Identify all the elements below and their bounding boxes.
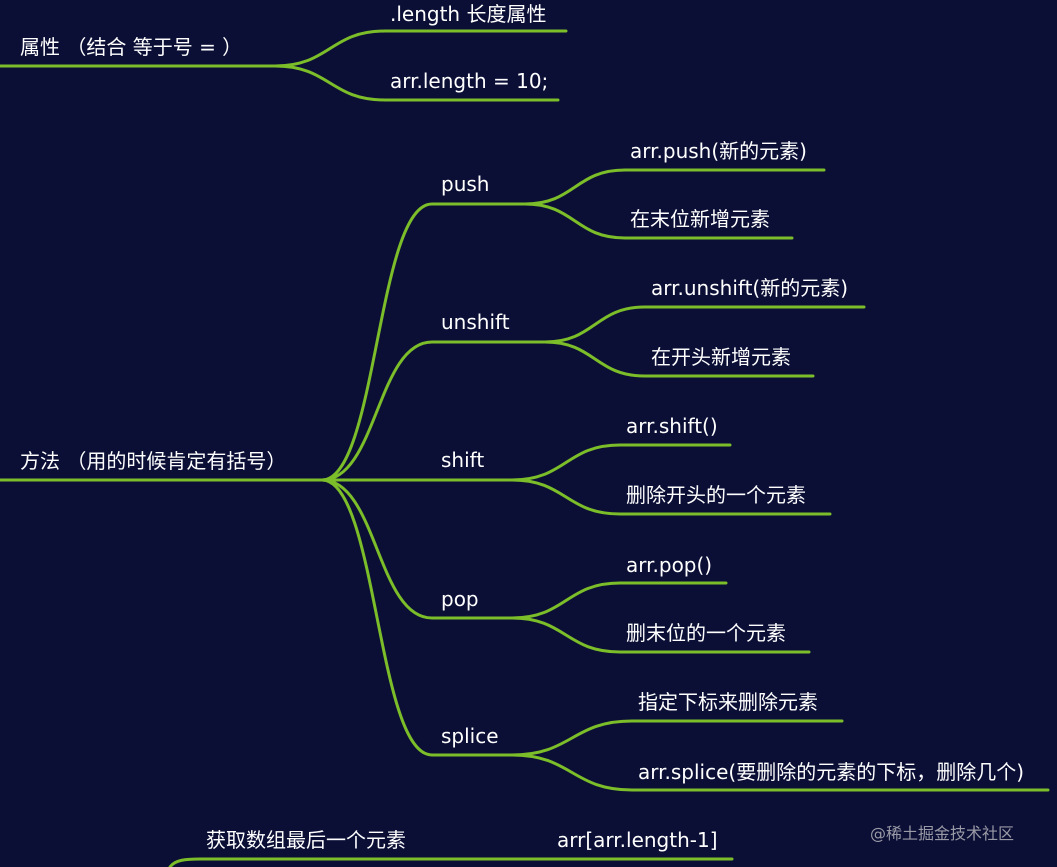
edge-method-3-child-0 — [510, 581, 728, 620]
edge-method-4 — [320, 478, 514, 757]
node-push-desc[interactable]: 在末位新增元素 — [630, 207, 770, 231]
node-shift[interactable]: shift — [441, 448, 485, 472]
node-pop-desc[interactable]: 删末位的一个元素 — [626, 621, 786, 645]
edge-method-1 — [320, 340, 547, 482]
node-shift-desc[interactable]: 删除开头的一个元素 — [626, 483, 806, 507]
edge-method-0-child-0 — [523, 168, 826, 206]
node-push[interactable]: push — [441, 172, 490, 196]
node-unshift-desc[interactable]: 在开头新增元素 — [651, 345, 791, 369]
node-unshift[interactable]: unshift — [441, 310, 510, 334]
edge-method-1-child-1 — [543, 340, 815, 378]
edge-method-2-child-1 — [510, 478, 832, 516]
node-unshift-syntax[interactable]: arr.unshift(新的元素) — [651, 276, 849, 300]
edge-method-4-child-0 — [510, 719, 844, 757]
node-get-last[interactable]: 获取数组最后一个元素 — [206, 828, 406, 852]
edge-get-last — [168, 857, 734, 867]
edge-length-attribute — [273, 29, 568, 68]
node-splice[interactable]: splice — [441, 724, 499, 748]
edge-method-3-child-1 — [510, 616, 811, 654]
node-methods[interactable]: 方法 （用的时候肯定有括号） — [20, 449, 287, 473]
node-splice-syntax[interactable]: arr.splice(要删除的元素的下标，删除几个) — [638, 760, 1025, 784]
watermark: @稀土掘金技术社区 — [870, 824, 1015, 843]
node-splice-desc[interactable]: 指定下标来删除元素 — [638, 690, 818, 714]
node-attribute[interactable]: 属性 （结合 等于号 = ） — [20, 35, 243, 59]
node-length-assign[interactable]: arr.length = 10; — [390, 69, 549, 93]
edge-method-4-child-1 — [510, 753, 1050, 792]
edge-method-0-child-1 — [523, 202, 794, 240]
edge-length-assign — [273, 64, 560, 102]
edge-method-1-child-0 — [543, 305, 866, 344]
node-pop[interactable]: pop — [441, 587, 479, 611]
node-length-attribute[interactable]: .length 长度属性 — [390, 2, 547, 26]
node-push-syntax[interactable]: arr.push(新的元素) — [630, 139, 807, 163]
edge-method-2-child-0 — [510, 443, 732, 482]
edge-method-0 — [320, 202, 527, 482]
node-pop-syntax[interactable]: arr.pop() — [626, 553, 713, 577]
node-shift-syntax[interactable]: arr.shift() — [626, 414, 718, 438]
node-get-last-syntax[interactable]: arr[arr.length-1] — [557, 828, 718, 852]
edge-method-3 — [320, 478, 514, 620]
